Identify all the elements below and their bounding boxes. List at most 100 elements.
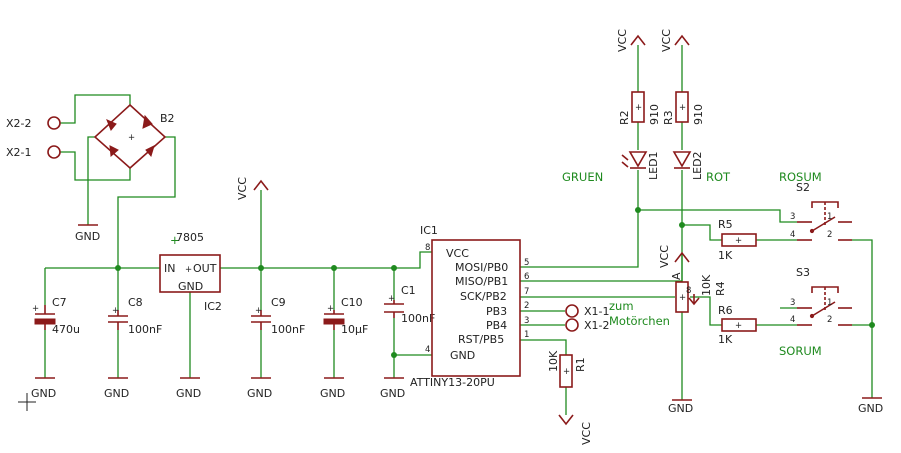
svg-text:zum: zum (609, 299, 634, 313)
wires (44, 45, 873, 415)
svg-text:8: 8 (686, 286, 691, 296)
svg-text:GND: GND (858, 402, 883, 415)
mcu-part: ATTINY13-20PU (410, 376, 495, 389)
net-label-sorum: SORUM (779, 344, 822, 358)
svg-text:100nF: 100nF (271, 323, 305, 336)
vcc-symbol-r1: VCC (558, 414, 593, 445)
svg-text:5: 5 (524, 258, 529, 268)
svg-text:7: 7 (524, 287, 529, 297)
svg-text:+: + (563, 367, 570, 377)
svg-text:R2: R2 (618, 110, 631, 125)
svg-text:R6: R6 (718, 304, 733, 317)
svg-text:+: + (112, 306, 119, 316)
led-led1: LED1 (621, 151, 660, 180)
svg-text:LED1: LED1 (647, 151, 660, 180)
svg-text:GND: GND (380, 387, 405, 400)
vcc-symbol-rail: VCC (236, 177, 269, 200)
svg-text:VCC: VCC (236, 177, 249, 200)
svg-text:X1-1: X1-1 (584, 305, 610, 318)
svg-text:+: + (388, 294, 395, 304)
svg-text:VCC: VCC (580, 422, 593, 445)
gnd-symbol-switches: GND (858, 397, 883, 415)
bridge-name: B2 (160, 112, 175, 125)
svg-text:GND: GND (104, 387, 129, 400)
svg-text:GND: GND (31, 387, 56, 400)
connector-x1: X1-1 X1-2 zum Motörchen (565, 299, 670, 332)
svg-text:GND: GND (450, 349, 475, 362)
svg-text:2: 2 (524, 301, 529, 311)
resistor-r5: + R5 1K (718, 218, 757, 262)
svg-text:+: + (32, 304, 39, 314)
gnd-symbol-c1: GND (380, 377, 405, 400)
net-label-rot: ROT (706, 170, 731, 184)
svg-text:GND: GND (176, 387, 201, 400)
origin-crosshair (18, 393, 36, 411)
regulator-name: IC2 (204, 300, 222, 313)
resistor-r1: + R1 10K (547, 350, 587, 388)
svg-text:1K: 1K (718, 333, 733, 346)
svg-text:X1-2: X1-2 (584, 319, 610, 332)
capacitor-c8: + C8 100nF (108, 296, 162, 336)
gnd-symbol-c9: GND (247, 377, 272, 400)
svg-text:4: 4 (790, 315, 795, 325)
svg-text:2: 2 (827, 315, 832, 325)
switch-s3: S3 3 1 4 2 (790, 266, 852, 326)
x2-2-label: X2-2 (6, 117, 32, 130)
svg-text:R5: R5 (718, 218, 733, 231)
svg-text:A: A (670, 272, 683, 280)
svg-text:100nF: 100nF (401, 312, 435, 325)
gnd-symbol-c8: GND (104, 377, 129, 400)
svg-text:+: + (735, 236, 742, 246)
svg-text:1: 1 (827, 298, 832, 308)
svg-text:R4: R4 (714, 281, 727, 296)
svg-text:R1: R1 (574, 357, 587, 372)
potentiometer-r4: + 8 A 10K R4 (670, 272, 727, 313)
svg-text:6: 6 (524, 272, 529, 282)
svg-text:+: + (170, 233, 180, 247)
svg-text:1K: 1K (718, 249, 733, 262)
svg-text:R3: R3 (662, 110, 675, 125)
svg-text:10µF: 10µF (341, 323, 368, 336)
svg-text:LED2: LED2 (691, 151, 704, 180)
svg-text:VCC: VCC (660, 29, 673, 52)
resistor-r2: + R2 910 (618, 91, 661, 125)
resistor-r6: + R6 1K (718, 304, 757, 346)
capacitor-c7: + C7 470u (32, 296, 80, 336)
svg-text:8: 8 (425, 243, 430, 253)
svg-text:+: + (679, 103, 686, 113)
svg-text:3: 3 (524, 316, 529, 326)
capacitor-c1: + C1 100nF (384, 284, 435, 325)
svg-text:470u: 470u (52, 323, 80, 336)
net-label-rosum: ROSUM (779, 170, 822, 184)
svg-text:+: + (185, 265, 192, 275)
svg-text:1: 1 (827, 212, 832, 222)
svg-text:S3: S3 (796, 266, 810, 279)
svg-text:GND: GND (75, 230, 100, 243)
svg-text:10K: 10K (547, 350, 560, 372)
svg-text:910: 910 (648, 104, 661, 125)
switch-s2: S2 3 1 4 2 (790, 181, 852, 241)
bridge-rectifier-b2: B2 + (93, 103, 175, 170)
gnd-symbol-c7: GND (31, 377, 56, 400)
svg-text:RST/PB5: RST/PB5 (458, 333, 504, 346)
gnd-symbol-c10: GND (320, 377, 345, 400)
svg-text:C9: C9 (271, 296, 286, 309)
svg-text:C1: C1 (401, 284, 416, 297)
regulator-value: 7805 (176, 231, 204, 244)
svg-text:VCC: VCC (446, 247, 469, 260)
gnd-symbol-ic2: GND (176, 377, 201, 400)
svg-text:S2: S2 (796, 181, 810, 194)
svg-text:C10: C10 (341, 296, 363, 309)
svg-text:MOSI/PB0: MOSI/PB0 (455, 261, 508, 274)
svg-text:C7: C7 (52, 296, 67, 309)
led-led2: LED2 (672, 151, 704, 180)
svg-text:+: + (635, 103, 642, 113)
svg-text:PB3: PB3 (486, 305, 507, 318)
svg-text:GND: GND (668, 402, 693, 415)
svg-text:C8: C8 (128, 296, 143, 309)
svg-text:GND: GND (320, 387, 345, 400)
svg-text:4: 4 (790, 230, 795, 240)
svg-text:MISO/PB1: MISO/PB1 (455, 275, 508, 288)
svg-text:1: 1 (524, 330, 529, 340)
